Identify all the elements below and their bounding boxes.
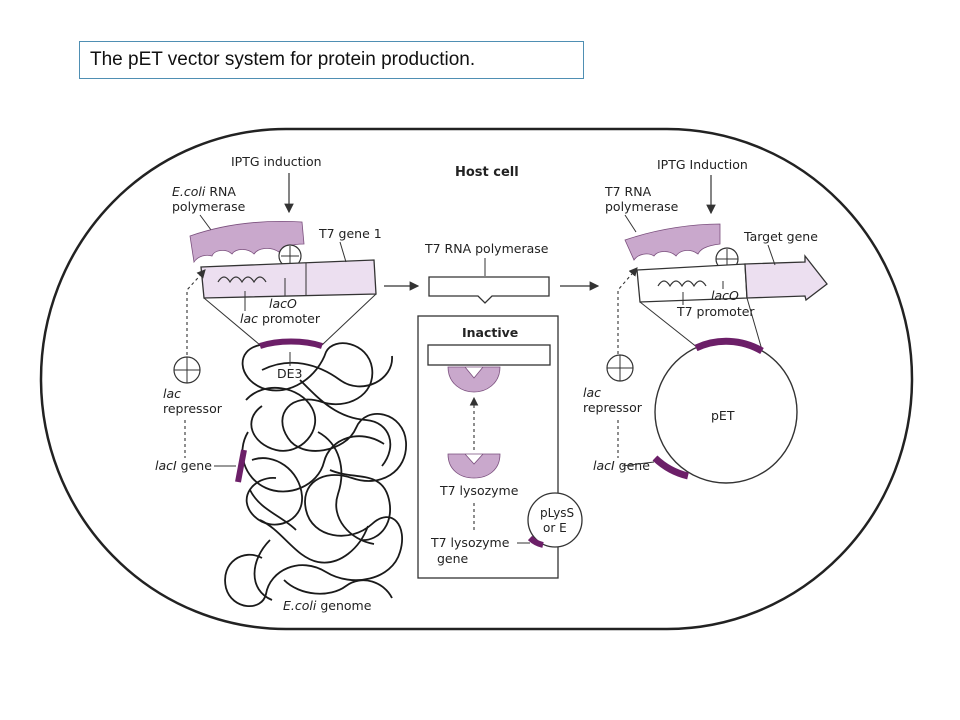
target-gene-arrow [744, 254, 828, 302]
right-rnap-label-2: polymerase [605, 199, 679, 214]
middle-panel: T7 RNA polymerase Inactive T7 lysozyme T… [384, 241, 600, 579]
right-repressor-dash-up [617, 267, 638, 354]
t7-rnap-label: T7 RNA polymerase [424, 241, 549, 256]
left-laci-marker [235, 449, 247, 483]
left-panel: IPTG induction E.coli RNA polymerase T7 … [155, 154, 407, 613]
left-t7gene1-label: T7 gene 1 [318, 226, 382, 241]
right-t7-promoter-label: T7 promoter [676, 304, 755, 319]
lysozyme-gene-label-2: gene [437, 551, 469, 566]
pet-label: pET [711, 408, 735, 423]
right-laci-marker [652, 455, 689, 480]
plyss-label: pLysS [540, 506, 574, 520]
plyss-label-2: or E [543, 521, 567, 535]
page-title: The pET vector system for protein produc… [90, 49, 476, 70]
left-iptg-label: IPTG induction [231, 154, 322, 169]
inactive-polymerase [427, 344, 551, 366]
left-lac-repressor-free [173, 356, 201, 384]
lysozyme-gene-label: T7 lysozyme [430, 535, 510, 550]
left-repressor-label: lac [163, 386, 181, 401]
right-fan-line-2 [746, 297, 763, 351]
inactive-label: Inactive [462, 325, 518, 340]
pet-target-marker [694, 337, 764, 355]
left-fan-line-1 [203, 297, 261, 346]
free-lysozyme [447, 453, 501, 479]
plyss-plasmid [527, 492, 583, 548]
right-laci-label: lacI gene [593, 458, 650, 473]
left-repressor-label-2: repressor [163, 401, 223, 416]
left-laco-label: lacO [269, 296, 297, 311]
left-lac-promoter-label: lac promoter [240, 311, 321, 326]
right-fan-line-1 [639, 301, 699, 349]
left-binding-site [217, 276, 267, 284]
host-cell-outline [39, 127, 914, 631]
t7-rna-polymerase [428, 276, 550, 304]
plyss-gene-marker [527, 535, 544, 548]
target-gene-label: Target gene [743, 229, 818, 244]
right-panel: IPTG Induction T7 RNA polymerase Target … [583, 157, 828, 484]
ecoli-rna-polymerase [189, 220, 305, 264]
title-box: The pET vector system for protein produc… [79, 41, 584, 79]
right-lac-repressor-free [606, 354, 634, 382]
right-binding-site [657, 280, 707, 288]
left-rnap-label-2: polymerase [172, 199, 246, 214]
right-rnap-label: T7 RNA [604, 184, 652, 199]
left-fan-line-2 [321, 293, 377, 346]
de3-marker [259, 338, 323, 349]
right-repressor-label-2: repressor [583, 400, 643, 415]
genome-label: E.coli genome [283, 598, 372, 613]
right-laco-label: lacO [711, 288, 739, 303]
left-rnap-label: E.coli RNA [172, 184, 236, 199]
left-laci-label: lacI gene [155, 458, 212, 473]
t7-rna-polymerase-right [624, 223, 721, 261]
right-repressor-label: lac [583, 385, 601, 400]
bound-lysozyme [447, 366, 501, 393]
host-cell-label: Host cell [455, 165, 519, 180]
lysozyme-label: T7 lysozyme [439, 483, 519, 498]
left-lac-repressor-bound [278, 244, 302, 268]
de3-label: DE3 [277, 366, 302, 381]
right-iptg-label: IPTG Induction [657, 157, 748, 172]
ecoli-genome-tangle [224, 342, 407, 608]
